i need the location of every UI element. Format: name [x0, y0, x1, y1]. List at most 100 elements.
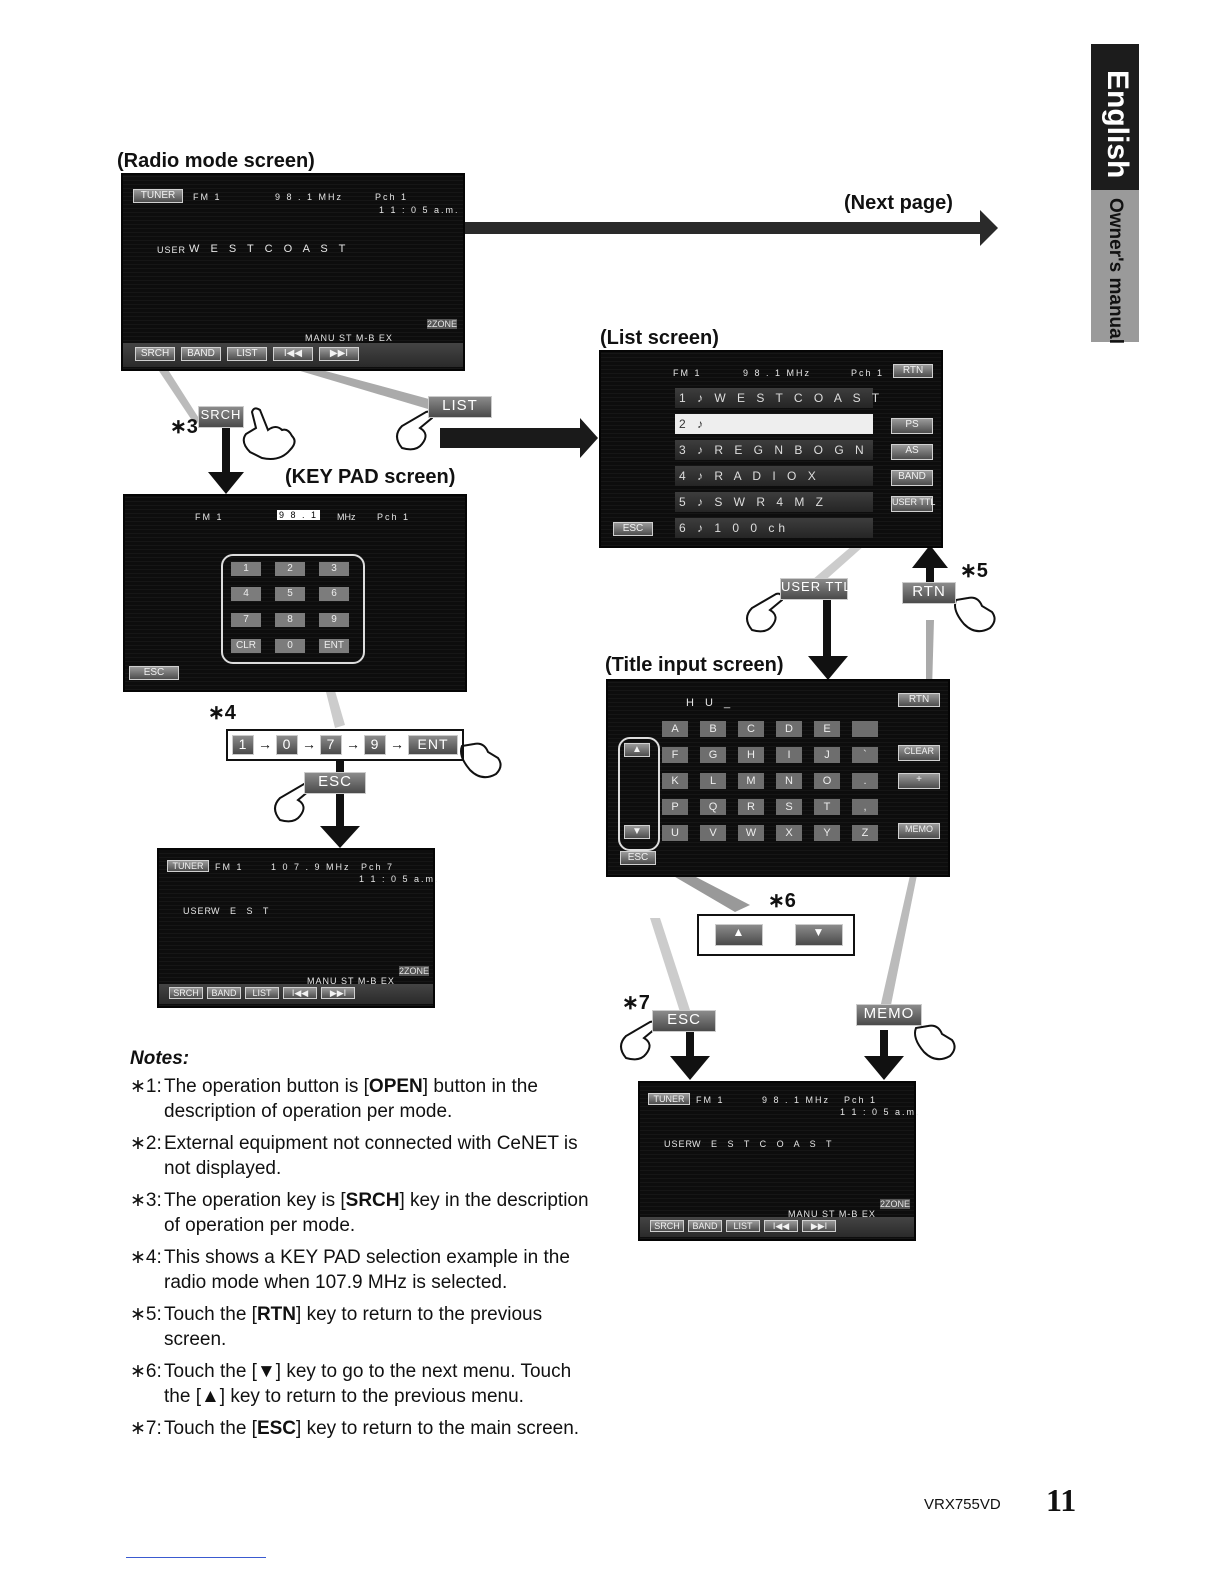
list-item[interactable]: 6 ♪ 1 0 0 ch [675, 518, 873, 538]
char-key[interactable]: E [814, 721, 840, 737]
tuner-button[interactable]: TUNER [133, 189, 183, 203]
list-item[interactable]: 2 ♪ [675, 414, 873, 434]
char-key[interactable]: U [662, 825, 688, 841]
key-3[interactable]: 3 [319, 562, 349, 576]
zone-badge: 2ZONE [880, 1199, 911, 1209]
user-ttl-button[interactable]: USER TTL [891, 496, 935, 512]
as-button[interactable]: AS [891, 444, 933, 460]
char-key[interactable]: Y [814, 825, 840, 841]
band-button[interactable]: BAND [688, 1220, 722, 1232]
char-key[interactable]: C [738, 721, 764, 737]
band-text: FM 1 [195, 512, 224, 522]
key-0[interactable]: 0 [275, 639, 305, 653]
prev-track-button[interactable]: I◀◀ [764, 1220, 798, 1232]
tuner-button[interactable]: TUNER [167, 860, 209, 872]
prev-track-button[interactable]: I◀◀ [283, 987, 317, 999]
preset-channel-text: Pch 7 [361, 862, 395, 872]
memo-button[interactable]: MEMO [898, 823, 940, 839]
footer-rule [126, 1557, 266, 1558]
esc-button[interactable]: ESC [129, 666, 179, 680]
char-key[interactable]: O [814, 773, 840, 789]
char-key[interactable] [852, 721, 878, 737]
char-key[interactable]: L [700, 773, 726, 789]
band-button[interactable]: BAND [181, 347, 221, 361]
list-screen: FM 1 9 8 . 1 MHz Pch 1 RTN 1 ♪ W E S T C… [599, 350, 943, 548]
band-text: FM 1 [215, 862, 244, 872]
note-item: ∗7:Touch the [ESC] key to return to the … [130, 1418, 580, 1439]
char-key[interactable]: , [852, 799, 878, 815]
char-key[interactable]: Z [852, 825, 878, 841]
key-2[interactable]: 2 [275, 562, 305, 576]
key-1[interactable]: 1 [231, 562, 261, 576]
char-key[interactable]: D [776, 721, 802, 737]
char-key[interactable]: ` [852, 747, 878, 763]
key-4[interactable]: 4 [231, 587, 261, 601]
key-clr[interactable]: CLR [231, 639, 261, 653]
band-button[interactable]: BAND [207, 987, 241, 999]
keypad-screen-caption: (KEY PAD screen) [285, 466, 456, 488]
memo-callout: MEMO [856, 1004, 922, 1026]
language-label: English [1101, 70, 1134, 179]
srch-button[interactable]: SRCH [650, 1220, 684, 1232]
zone-badge: 2ZONE [427, 319, 458, 329]
zone-badge: 2ZONE [399, 966, 430, 976]
marker-4: ∗4 [208, 702, 236, 724]
next-track-button[interactable]: ▶▶I [802, 1220, 836, 1232]
clear-button[interactable]: CLEAR [898, 745, 940, 761]
char-key[interactable]: I [776, 747, 802, 763]
srch-button[interactable]: SRCH [135, 347, 175, 361]
char-key[interactable]: T [814, 799, 840, 815]
rtn-button[interactable]: RTN [893, 364, 933, 378]
key-7[interactable]: 7 [231, 613, 261, 627]
list-item[interactable]: 3 ♪ R E G N B O G N [675, 440, 873, 460]
key-9[interactable]: 9 [319, 613, 349, 627]
char-key[interactable]: N [776, 773, 802, 789]
key-5[interactable]: 5 [275, 587, 305, 601]
esc-button[interactable]: ESC [613, 522, 653, 536]
next-track-button[interactable]: ▶▶I [321, 987, 355, 999]
rtn-callout: RTN [902, 582, 956, 604]
tuner-button[interactable]: TUNER [648, 1093, 690, 1105]
prev-track-button[interactable]: I◀◀ [273, 347, 313, 361]
char-key[interactable]: . [852, 773, 878, 789]
char-key[interactable]: R [738, 799, 764, 815]
char-key[interactable]: H [738, 747, 764, 763]
char-key[interactable]: B [700, 721, 726, 737]
list-button[interactable]: LIST [726, 1220, 760, 1232]
esc-button[interactable]: ESC [620, 851, 656, 865]
char-key[interactable]: A [662, 721, 688, 737]
char-key[interactable]: G [700, 747, 726, 763]
char-key[interactable]: S [776, 799, 802, 815]
band-button[interactable]: BAND [891, 470, 933, 486]
status-indicators: MANU ST M-B EX [307, 976, 395, 986]
char-key[interactable]: W [738, 825, 764, 841]
list-button[interactable]: LIST [245, 987, 279, 999]
scroll-up-button[interactable]: ▲ [624, 743, 650, 757]
key-8[interactable]: 8 [275, 613, 305, 627]
key-ent[interactable]: ENT [319, 639, 349, 653]
frequency-entry: 9 8 . 1 [277, 510, 321, 520]
char-key[interactable]: Q [700, 799, 726, 815]
char-key[interactable]: X [776, 825, 802, 841]
char-key[interactable]: P [662, 799, 688, 815]
scroll-down-button[interactable]: ▼ [624, 825, 650, 839]
notes-section: Notes: ∗1:The operation button is [OPEN]… [130, 1046, 590, 1448]
key-6[interactable]: 6 [319, 587, 349, 601]
keypad-sequence: 1 → 0 → 7 → 9 → ENT [226, 729, 464, 761]
rtn-button[interactable]: RTN [898, 693, 940, 707]
list-button[interactable]: LIST [227, 347, 267, 361]
srch-button[interactable]: SRCH [169, 987, 203, 999]
char-key[interactable]: J [814, 747, 840, 763]
char-key[interactable]: V [700, 825, 726, 841]
list-item[interactable]: 4 ♪ R A D I O X [675, 466, 873, 486]
char-key[interactable]: K [662, 773, 688, 789]
plus-button[interactable]: + [898, 773, 940, 789]
ps-button[interactable]: PS [891, 418, 933, 434]
seq-key-1: 1 [232, 735, 254, 755]
char-key[interactable]: M [738, 773, 764, 789]
char-key[interactable]: F [662, 747, 688, 763]
list-item[interactable]: 1 ♪ W E S T C O A S T [675, 388, 879, 408]
next-track-button[interactable]: ▶▶I [319, 347, 359, 361]
preset-channel-text: Pch 1 [844, 1095, 878, 1105]
list-item[interactable]: 5 ♪ S W R 4 M Z [675, 492, 873, 512]
